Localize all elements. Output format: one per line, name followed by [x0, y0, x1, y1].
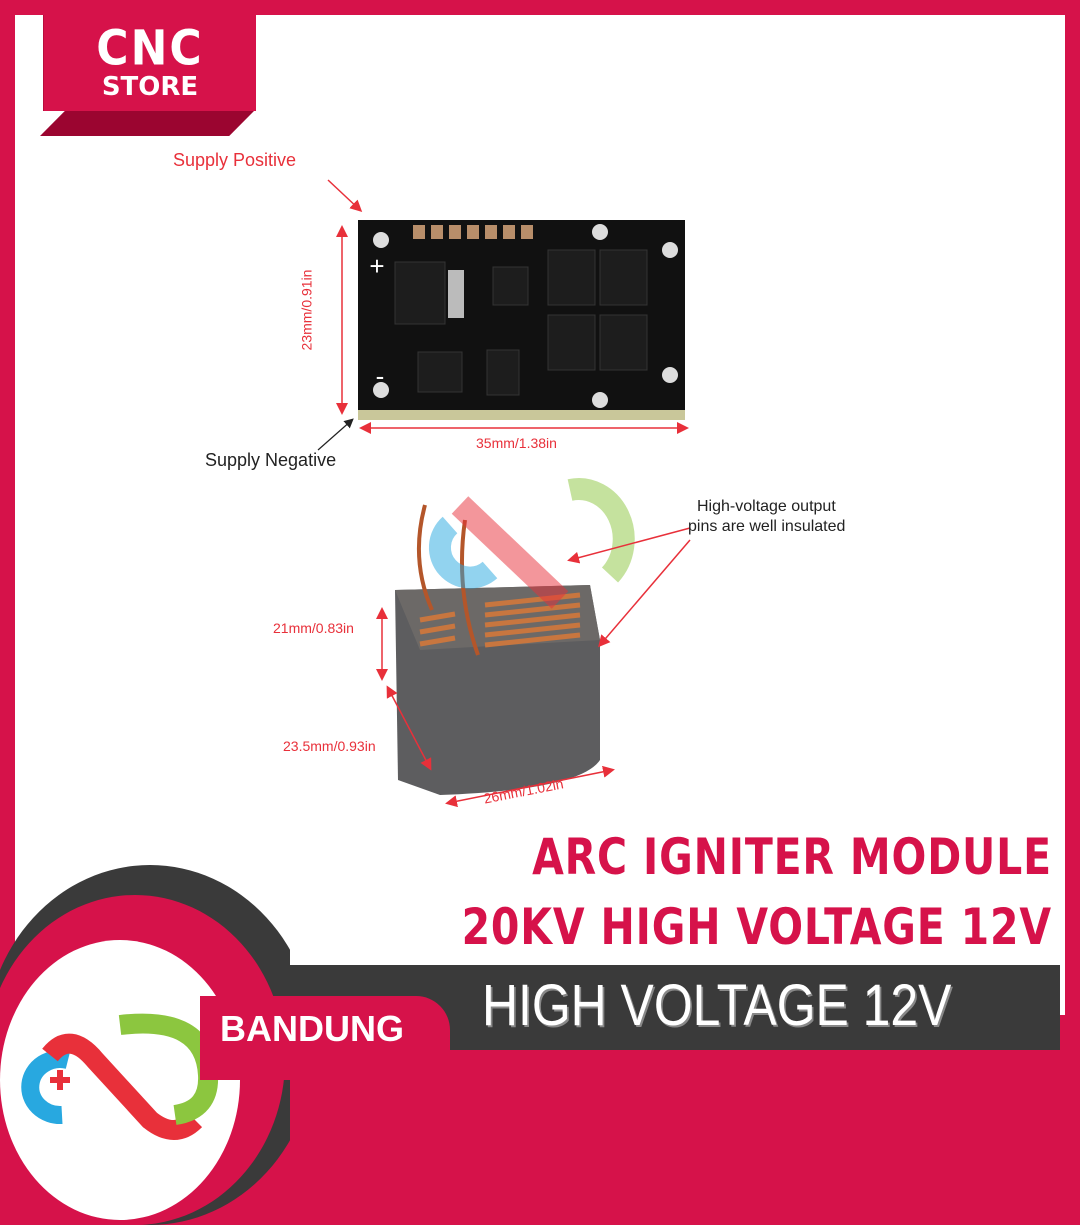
product-illustrations: + -	[317, 179, 691, 808]
label-supply-positive: Supply Positive	[173, 150, 297, 170]
watermark-logo	[428, 478, 635, 609]
label-supply-negative: Supply Negative	[205, 450, 337, 470]
product-title-line-1: ARC IGNITER MODULE	[532, 828, 1052, 886]
subtitle-text: HIGH VOLTAGE 12V	[482, 973, 952, 1038]
pcb-board-image: + -	[317, 179, 689, 451]
logo-text-cnc: CNC	[96, 20, 204, 77]
label-transformer-height: 21mm/0.83in	[273, 620, 354, 636]
cnc-store-logo: CNC STORE	[43, 15, 256, 111]
location-label: BANDUNG	[220, 1008, 404, 1049]
label-pcb-height: 23mm/0.91in	[298, 269, 315, 351]
label-hv-note-2: pins are well insulated	[688, 518, 846, 535]
label-transformer-depth: 23.5mm/0.93in	[283, 738, 376, 754]
logo-shadow	[40, 110, 255, 136]
location-pill	[200, 996, 450, 1080]
svg-text:-: -	[376, 361, 385, 391]
label-pcb-width: 35mm/1.38in	[476, 435, 557, 451]
label-hv-note-1: High-voltage output	[697, 498, 836, 515]
svg-text:+: +	[369, 251, 384, 281]
logo-text-store: STORE	[101, 72, 199, 102]
transformer-image	[376, 478, 691, 808]
white-panel	[15, 15, 1065, 1015]
product-title-line-2: 20KV HIGH VOLTAGE 12V	[461, 898, 1052, 956]
